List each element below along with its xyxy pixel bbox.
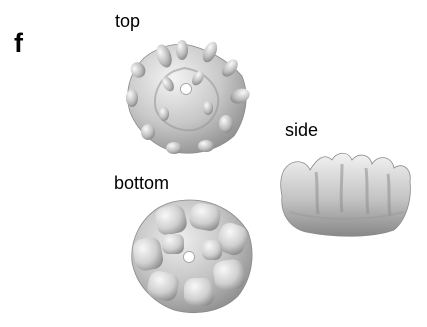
lobe <box>147 271 179 301</box>
knob <box>166 142 182 154</box>
knob <box>156 44 172 68</box>
lobe <box>213 259 245 291</box>
panel-letter: f <box>14 28 23 58</box>
knob <box>130 62 146 78</box>
view-label-bottom: bottom <box>114 173 170 193</box>
lobe <box>155 205 187 235</box>
knob <box>162 76 174 92</box>
side-view-render <box>280 152 411 237</box>
side-view-groove <box>314 171 320 215</box>
central-pore <box>183 251 195 263</box>
side-view-groove <box>364 167 370 215</box>
density-map-side-view <box>276 148 416 238</box>
knob <box>176 40 188 60</box>
side-view-groove <box>386 173 392 217</box>
knob <box>141 124 155 140</box>
knob <box>159 107 169 121</box>
knob <box>202 41 218 63</box>
knob <box>126 89 138 107</box>
lobe <box>133 237 163 271</box>
top-view-render <box>126 40 250 154</box>
side-view-groove <box>339 163 344 213</box>
central-pore <box>180 83 192 95</box>
lobe <box>184 278 214 306</box>
view-label-side: side <box>285 120 319 140</box>
side-view-base-ridge <box>289 211 405 220</box>
bottom-view-render <box>131 199 253 313</box>
side-view-body <box>280 152 411 237</box>
knob <box>203 101 213 115</box>
knob <box>230 88 250 104</box>
lobe <box>162 234 184 254</box>
knob <box>192 70 204 86</box>
lobe <box>189 203 221 231</box>
density-map-top-view <box>118 38 256 162</box>
view-label-top: top <box>115 11 141 31</box>
knob <box>222 59 238 77</box>
knob <box>219 115 233 133</box>
lobe <box>202 240 222 260</box>
density-map-bottom-view <box>126 194 260 318</box>
top-view-inner-ridge <box>154 66 220 132</box>
knob <box>198 140 214 152</box>
lobe <box>216 222 248 256</box>
